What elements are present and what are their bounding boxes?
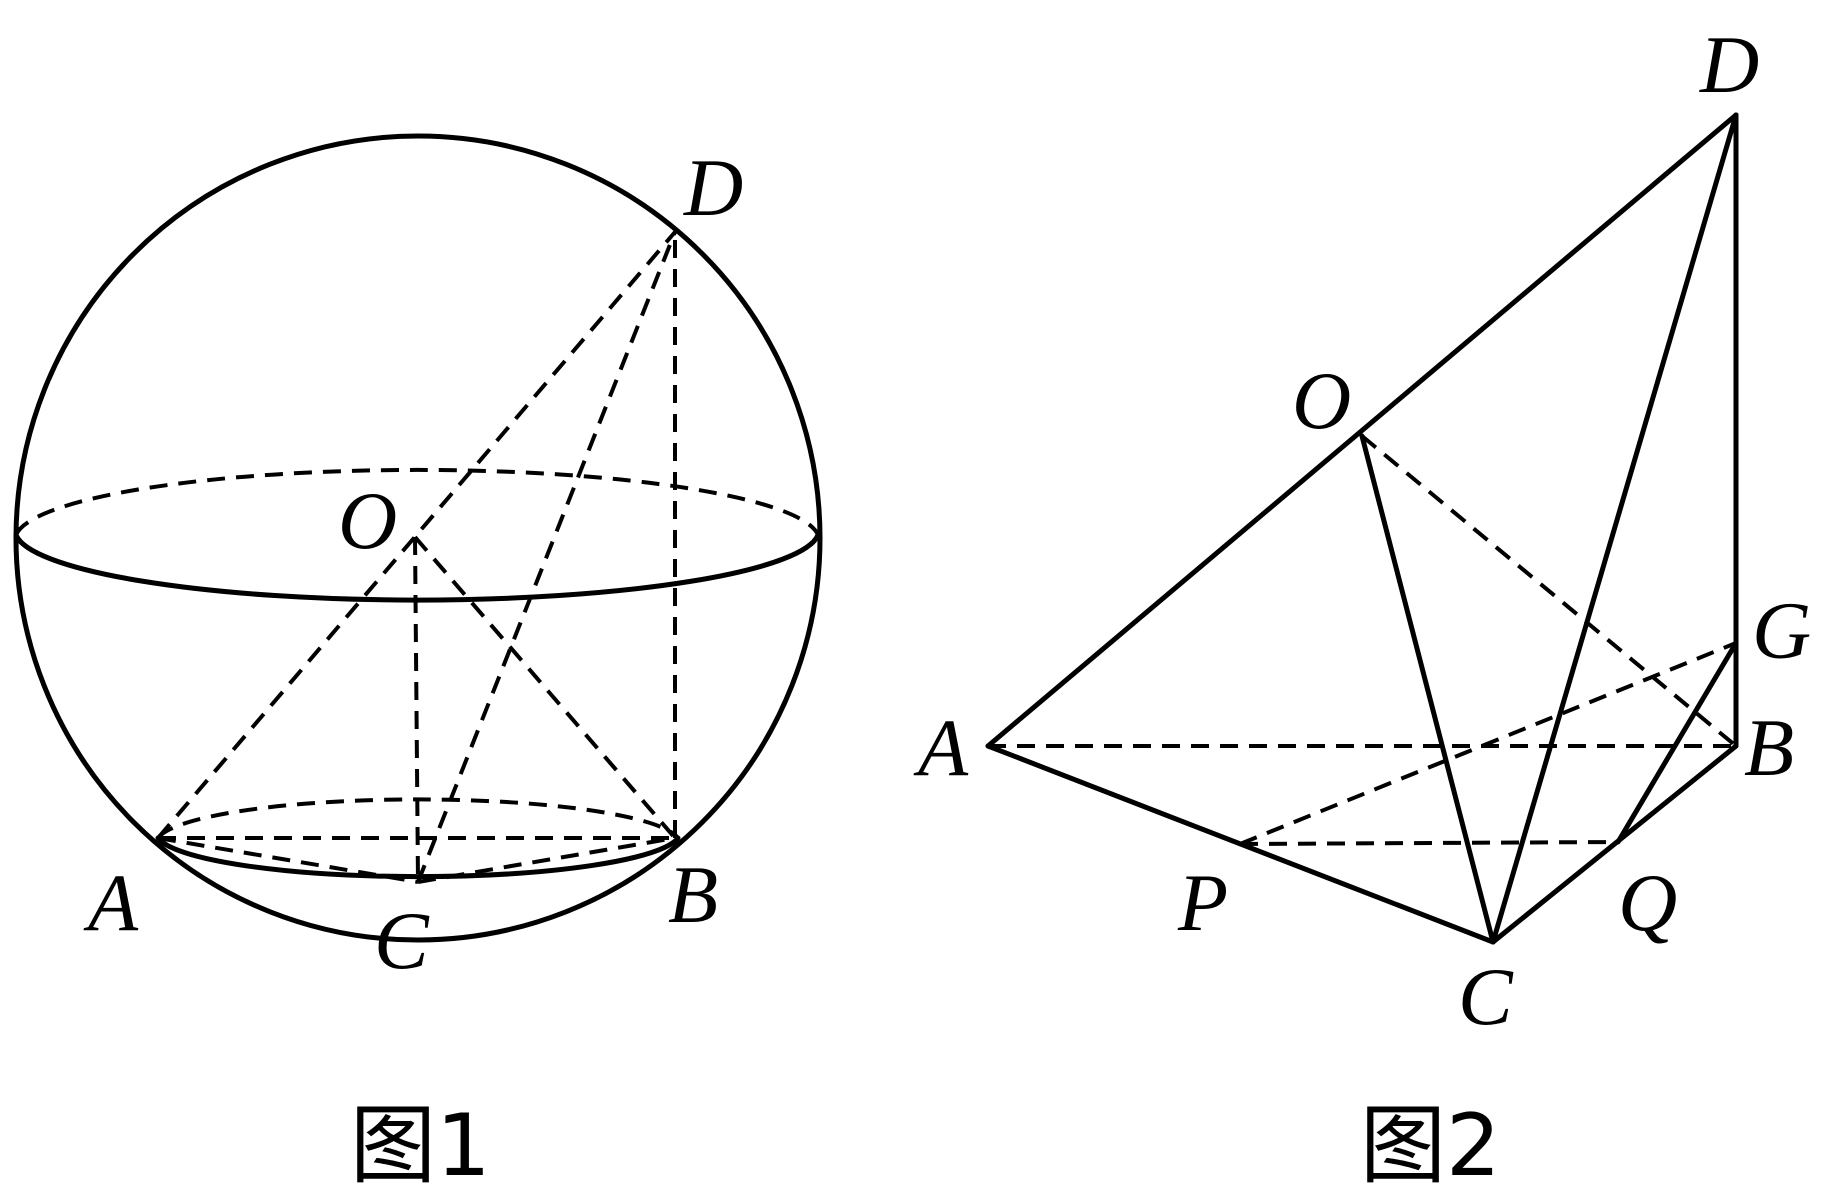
- edge-CD: [1490, 112, 1739, 945]
- segment-OB-fig2: [1360, 434, 1738, 748]
- equator-back-arc: [14, 467, 820, 536]
- segment-AC: [157, 836, 419, 884]
- edge-AD: [985, 112, 1739, 749]
- figure-2: D O G A B P Q C 图2: [913, 19, 1811, 1195]
- edge-CB: [1490, 743, 1739, 945]
- label-D-fig2: D: [1699, 19, 1759, 110]
- segment-OB: [413, 535, 677, 840]
- segment-PG: [1239, 641, 1737, 846]
- segment-CD: [416, 231, 677, 883]
- label-A-fig2: A: [913, 702, 969, 793]
- label-B-fig2: B: [1744, 702, 1794, 793]
- caption-figure-2: 图2: [1360, 1096, 1501, 1195]
- label-B-fig1: B: [668, 849, 718, 940]
- segment-CB: [417, 836, 676, 884]
- edge-QG: [1615, 640, 1739, 845]
- label-C-fig1: C: [374, 895, 430, 986]
- small-circle-front-arc: [155, 835, 681, 880]
- segment-AD: [156, 230, 677, 840]
- segment-OC: [413, 536, 420, 883]
- label-P-fig2: P: [1177, 857, 1228, 948]
- label-Q-fig2: Q: [1618, 857, 1677, 948]
- label-G-fig2: G: [1752, 585, 1811, 676]
- figure-1: D O A C B 图1: [13, 133, 823, 1195]
- caption-figure-1: 图1: [350, 1096, 491, 1195]
- edge-OC: [1359, 433, 1496, 945]
- label-D-fig1: D: [683, 142, 743, 233]
- label-C-fig2: C: [1458, 951, 1514, 1042]
- segment-PQ: [1239, 840, 1619, 846]
- label-A-fig1: A: [83, 857, 139, 948]
- label-O-fig1: O: [338, 475, 397, 566]
- label-O-fig2: O: [1292, 355, 1351, 446]
